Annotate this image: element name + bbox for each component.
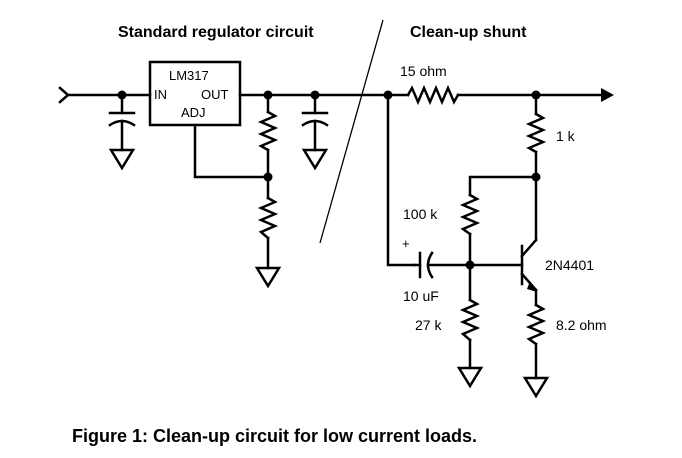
npn-transistor <box>520 175 538 292</box>
pin-in-label: IN <box>154 87 167 102</box>
capacitor-label: 10 uF <box>403 288 439 304</box>
heading-standard-regulator: Standard regulator circuit <box>118 24 314 41</box>
junction-dot <box>310 90 320 100</box>
pin-adj-label: ADJ <box>181 105 206 120</box>
figure-caption: Figure 1: Clean-up circuit for low curre… <box>72 426 477 446</box>
adj-wire <box>193 123 270 179</box>
output-arrow <box>601 88 614 102</box>
bias-resistor-top-label: 100 k <box>403 206 438 222</box>
emitter-resistor-label: 8.2 ohm <box>556 317 607 333</box>
ground-symbol <box>108 148 136 171</box>
lm317-regulator: LM317 IN OUT ADJ <box>148 60 242 127</box>
input-capacitor <box>108 93 136 152</box>
series-resistor-label: 15 ohm <box>400 63 447 79</box>
capacitor-polarity-mark: + <box>402 236 410 251</box>
bias-top-wire <box>468 175 538 197</box>
junction-dot <box>263 90 273 100</box>
shunt-capacitor <box>412 251 472 279</box>
output-capacitor <box>301 93 329 152</box>
ground-symbol <box>301 148 329 171</box>
shunt-feed-wire <box>386 93 416 267</box>
bias-resistor-top <box>459 193 481 267</box>
divider-resistor-bottom <box>257 175 279 270</box>
collector-resistor <box>525 93 547 179</box>
bias-resistor-bottom-label: 27 k <box>415 317 442 333</box>
section-divider <box>319 19 384 244</box>
ground-symbol <box>522 376 550 399</box>
ground-symbol <box>254 266 282 289</box>
heading-cleanup-shunt: Clean-up shunt <box>410 24 527 41</box>
divider-resistor-top <box>257 93 279 179</box>
bias-resistor-bottom <box>459 263 481 370</box>
regulator-part-label: LM317 <box>169 68 209 83</box>
junction-dot <box>117 90 127 100</box>
transistor-label: 2N4401 <box>545 257 594 273</box>
collector-resistor-label: 1 k <box>556 128 576 144</box>
pin-out-label: OUT <box>201 87 229 102</box>
emitter-resistor <box>525 288 547 380</box>
series-resistor <box>406 84 460 106</box>
ground-symbol <box>456 366 484 389</box>
